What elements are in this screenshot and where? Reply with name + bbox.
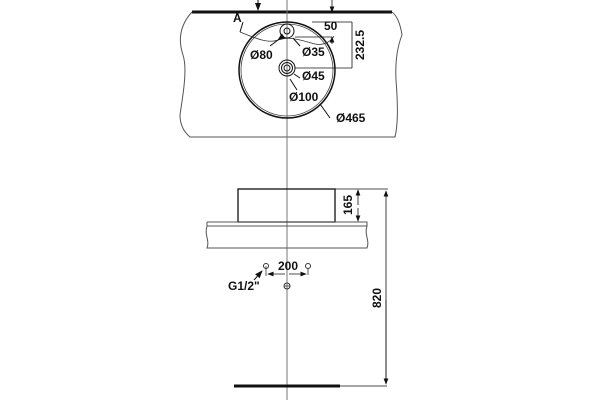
overflow-inner [283, 27, 291, 35]
dim-label-232-5: 232.5 [353, 30, 367, 60]
basin-outer-circle [238, 21, 336, 119]
countertop-side [205, 221, 369, 249]
dim-label-g12: G1/2" [228, 279, 260, 293]
dim-label-200: 200 [278, 259, 298, 273]
leader-o45 [293, 73, 301, 79]
top-view: A 50 232.5 Ø80 Ø35 Ø45 Ø100 Ø465 [179, 0, 403, 400]
dim-label-o80: Ø80 [250, 48, 273, 62]
supply-point-right [305, 263, 311, 269]
leader-o465 [319, 103, 331, 119]
dim-label-165: 165 [341, 195, 355, 215]
dim-label-820: 820 [370, 288, 384, 308]
dim-label-o465: Ø465 [336, 111, 366, 125]
drain-mid [281, 62, 293, 74]
dim-label-o35: Ø35 [302, 45, 325, 59]
leader-g12 [253, 270, 263, 281]
dim-label-o45: Ø45 [302, 69, 325, 83]
section-leader [239, 21, 244, 33]
drain-inner [283, 64, 291, 72]
section-marker-label: A [233, 11, 242, 25]
countertop-outline [179, 11, 403, 138]
dim-label-o100: Ø100 [289, 90, 319, 104]
section-curve [239, 31, 335, 45]
leader-o35 [292, 37, 301, 47]
leader-o80 [269, 33, 286, 47]
side-view: 165 820 200 G1/2" [205, 188, 389, 388]
dim-label-50: 50 [324, 19, 338, 33]
leader-o100 [289, 78, 298, 91]
